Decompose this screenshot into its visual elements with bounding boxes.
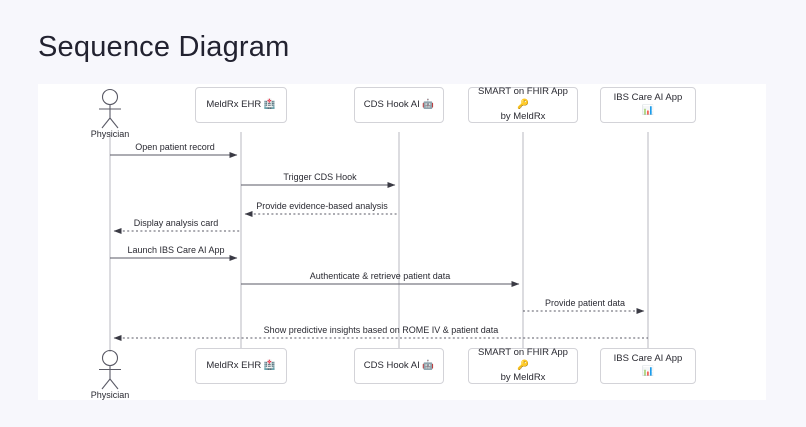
actor-label-physician-top: Physician xyxy=(90,129,130,139)
message-label-provide-evidence-based-analysis: Provide evidence-based analysis xyxy=(256,201,388,211)
message-label-display-analysis-card: Display analysis card xyxy=(133,218,219,228)
participant-box-meldrx-ehr-bottom[interactable]: MeldRx EHR 🏥 xyxy=(195,348,287,384)
message-label-authenticate-retrieve-patient-data: Authenticate & retrieve patient data xyxy=(309,271,451,281)
lifelines xyxy=(109,132,649,352)
participant-box-smart-on-fhir-bottom[interactable]: SMART on FHIR App 🔑 by MeldRx xyxy=(468,347,578,384)
participant-box-cds-hook-ai-bottom[interactable]: CDS Hook AI 🤖 xyxy=(354,348,444,384)
message-label-trigger-cds-hook: Trigger CDS Hook xyxy=(283,172,357,182)
page-title: Sequence Diagram xyxy=(38,31,290,63)
participant-box-smart-on-fhir-top[interactable]: SMART on FHIR App 🔑 by MeldRx xyxy=(468,86,578,123)
diagram-svg-layer xyxy=(99,88,649,390)
message-label-provide-patient-data: Provide patient data xyxy=(544,298,626,308)
actor-icon-physician-top xyxy=(99,88,121,129)
message-label-open-patient-record: Open patient record xyxy=(135,142,215,152)
sequence-diagram-canvas: MeldRx EHR 🏥 CDS Hook AI 🤖 SMART on FHIR… xyxy=(38,84,766,400)
message-label-launch-ibs-care-ai-app: Launch IBS Care AI App xyxy=(127,245,225,255)
participant-box-ibs-care-ai-bottom[interactable]: IBS Care AI App 📊 xyxy=(600,348,696,384)
participant-box-cds-hook-ai-top[interactable]: CDS Hook AI 🤖 xyxy=(354,87,444,123)
participant-box-ibs-care-ai-top[interactable]: IBS Care AI App 📊 xyxy=(600,87,696,123)
message-label-show-predictive-insights: Show predictive insights based on ROME I… xyxy=(263,325,499,335)
participant-box-meldrx-ehr-top[interactable]: MeldRx EHR 🏥 xyxy=(195,87,287,123)
actor-icon-physician-bottom xyxy=(99,349,121,390)
message-arrows xyxy=(110,151,648,342)
actor-label-physician-bottom: Physician xyxy=(90,390,130,400)
